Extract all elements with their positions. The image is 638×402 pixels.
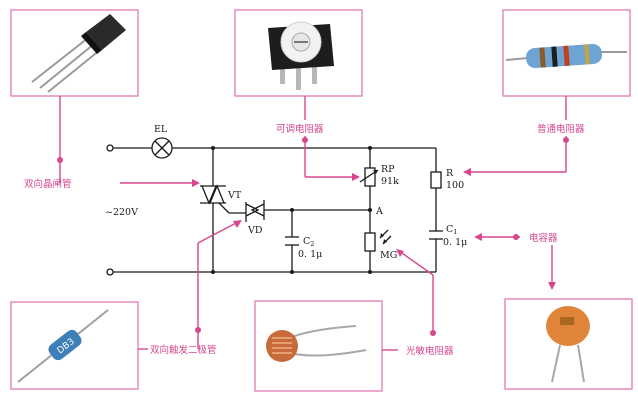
rp-label: RP (381, 164, 395, 175)
lamp-label: EL (154, 124, 168, 135)
c2-value: 0. 1μ (298, 249, 322, 260)
mg-label: MG (380, 250, 397, 261)
diac-leader (138, 220, 242, 350)
capacitor-photo (504, 298, 633, 390)
c2-symbol (285, 236, 299, 246)
c1-symbol (429, 230, 443, 240)
trimpot-callout: 可调电阻器 (276, 123, 324, 135)
mg-symbol (364, 229, 392, 252)
junction-dots (211, 146, 372, 274)
diac-photo: DB3 (10, 301, 139, 390)
ldr-leader (382, 249, 436, 351)
node-a-label: A (375, 206, 383, 217)
resistor-callout: 普通电阻器 (537, 123, 585, 135)
capacitor-callout: 电容器 (529, 232, 558, 244)
c1-value: 0. 1μ (443, 237, 467, 248)
triac-leader (57, 96, 200, 187)
r-value: 100 (446, 180, 464, 191)
resistor-photo (502, 9, 631, 97)
supply-label: ~220V (105, 207, 138, 218)
diac-label: VD (247, 225, 263, 236)
lamp-symbol (151, 137, 173, 159)
triac-photo (10, 9, 139, 97)
triac-callout: 双向晶闸管 (24, 178, 72, 190)
terminal-bottom (106, 268, 114, 276)
c2-label: C2 (303, 236, 314, 248)
diac-symbol (245, 200, 265, 222)
triac-label: VT (227, 190, 242, 201)
ldr-photo (254, 300, 383, 392)
c1-label: C1 (446, 224, 457, 236)
terminal-top (106, 144, 114, 152)
trimpot-leader (302, 96, 360, 181)
r-symbol (430, 171, 442, 189)
trimpot-photo (234, 9, 363, 97)
resistor-leader (463, 96, 569, 176)
diac-callout: 双向触发二极管 (150, 344, 217, 356)
r-label: R (446, 168, 454, 179)
ldr-callout: 光敏电阻器 (406, 345, 454, 357)
triac-symbol (200, 184, 226, 205)
capacitor-leader (474, 233, 556, 290)
rp-value: 91k (381, 176, 399, 187)
rp-symbol (359, 167, 379, 187)
